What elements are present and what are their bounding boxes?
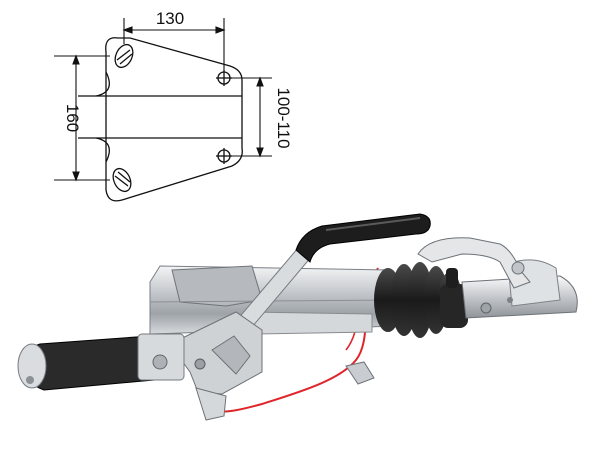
mounting-plate-drawing bbox=[78, 37, 243, 202]
dimension-right bbox=[230, 76, 272, 158]
trailer-coupling-illustration bbox=[17, 213, 578, 421]
slotted-hole-bottom bbox=[112, 167, 132, 193]
lower-plate bbox=[249, 311, 373, 335]
dimension-left bbox=[54, 54, 110, 182]
cable-guide-bracket bbox=[345, 361, 375, 385]
channel-left-curve-top bbox=[95, 71, 110, 97]
coupling-handle bbox=[417, 237, 531, 289]
dimension-top bbox=[122, 18, 226, 70]
round-hole-bottom bbox=[216, 148, 232, 164]
plate-outline bbox=[105, 37, 243, 202]
slotted-hole-top bbox=[114, 43, 134, 69]
dimension-right-label: 100-110 bbox=[274, 87, 293, 148]
round-hole-top bbox=[216, 70, 232, 86]
drawbar-bracket bbox=[171, 265, 263, 307]
dimension-left-label: 160 bbox=[63, 104, 82, 132]
dimension-top-label: 130 bbox=[156, 9, 184, 28]
channel-left-curve-bottom bbox=[95, 137, 110, 163]
handbrake-grip bbox=[295, 213, 431, 263]
ratchet-bracket bbox=[195, 387, 227, 421]
rubber-bellows bbox=[374, 262, 468, 338]
